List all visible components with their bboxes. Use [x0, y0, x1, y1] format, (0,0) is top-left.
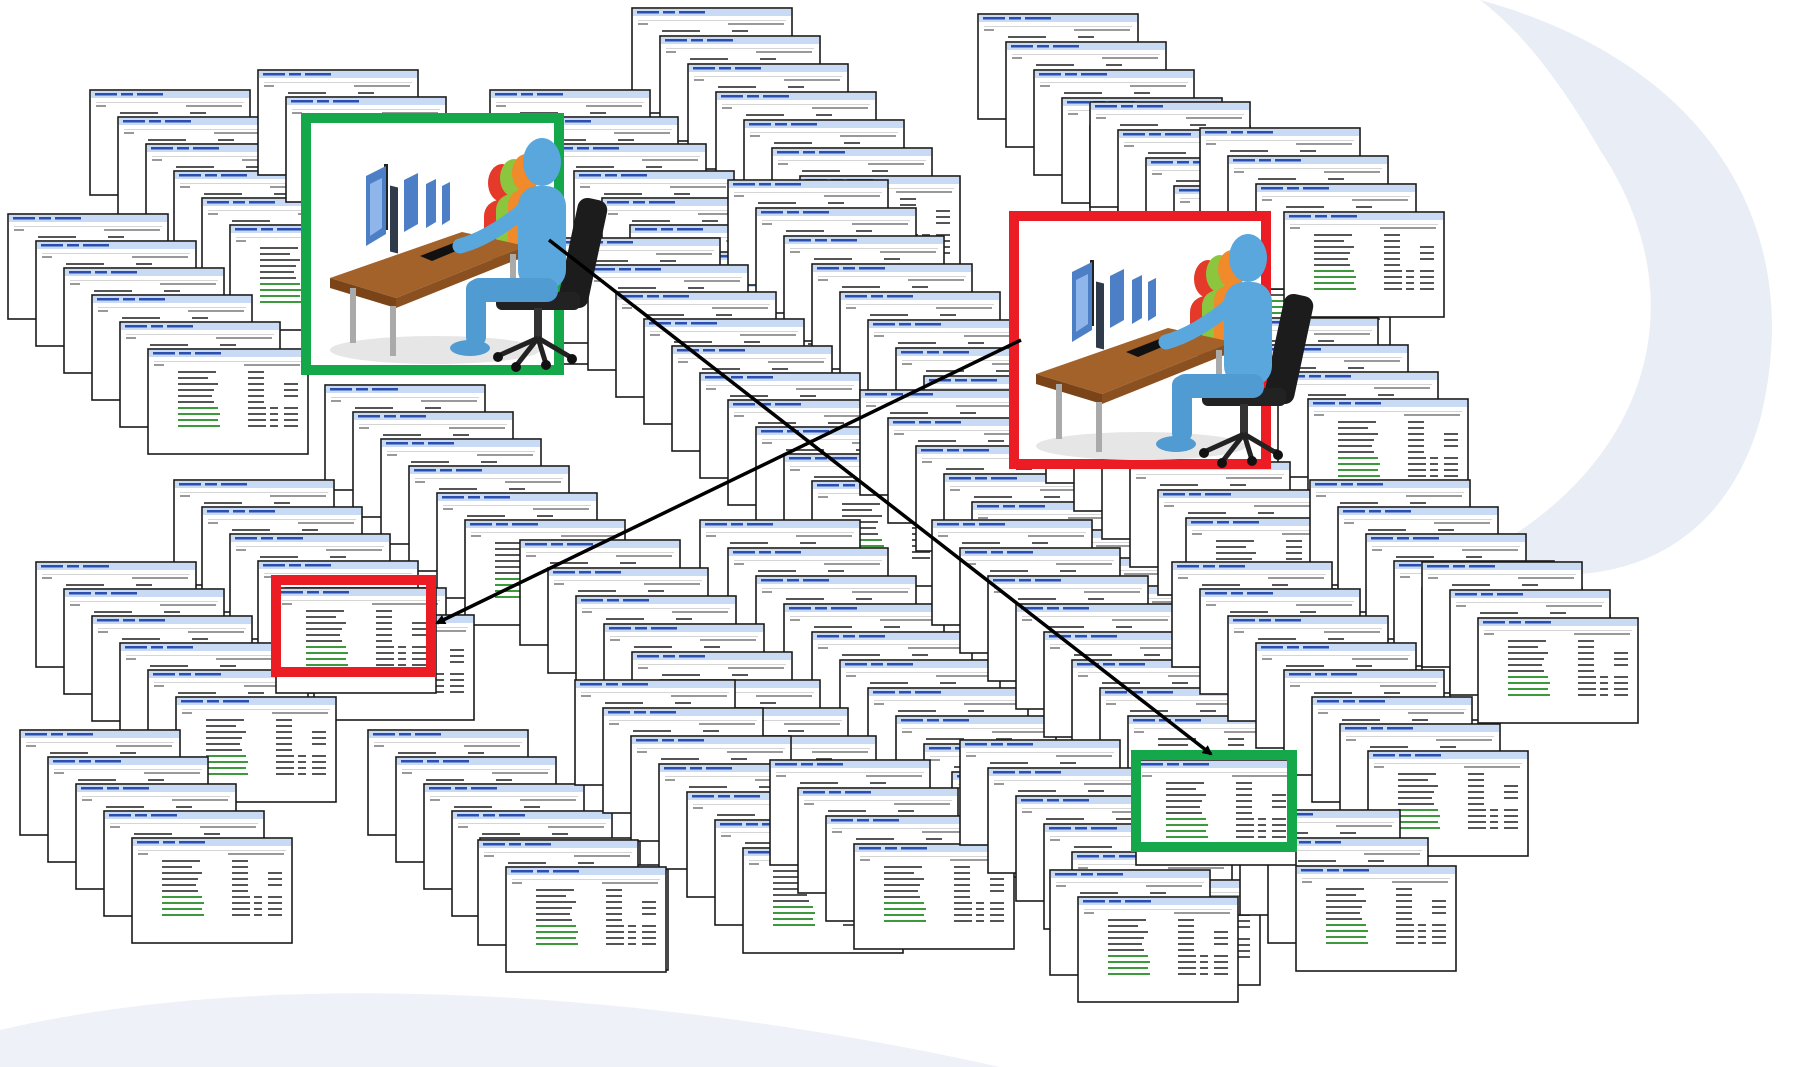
arrow-red-to-red	[435, 338, 1022, 625]
document-page-icon	[131, 837, 293, 944]
green-workstation	[301, 113, 609, 372]
document-page-icon	[275, 587, 437, 694]
background-swoosh	[1470, 0, 1772, 575]
document-page-icon	[1477, 617, 1639, 724]
arrow-green-to-green	[547, 238, 1213, 756]
document-page-icon	[1295, 865, 1457, 972]
document-page-icon	[1077, 896, 1239, 1003]
green-page-highlight-frame	[1131, 750, 1297, 852]
green-highlighted-page	[1131, 750, 1297, 866]
red-highlighted-page	[271, 575, 437, 694]
document-page-icon	[147, 348, 309, 455]
red-workstation	[1009, 211, 1315, 468]
background-swoosh	[0, 993, 1000, 1067]
document-page-icon	[505, 866, 667, 973]
red-page-highlight-frame	[271, 575, 436, 677]
